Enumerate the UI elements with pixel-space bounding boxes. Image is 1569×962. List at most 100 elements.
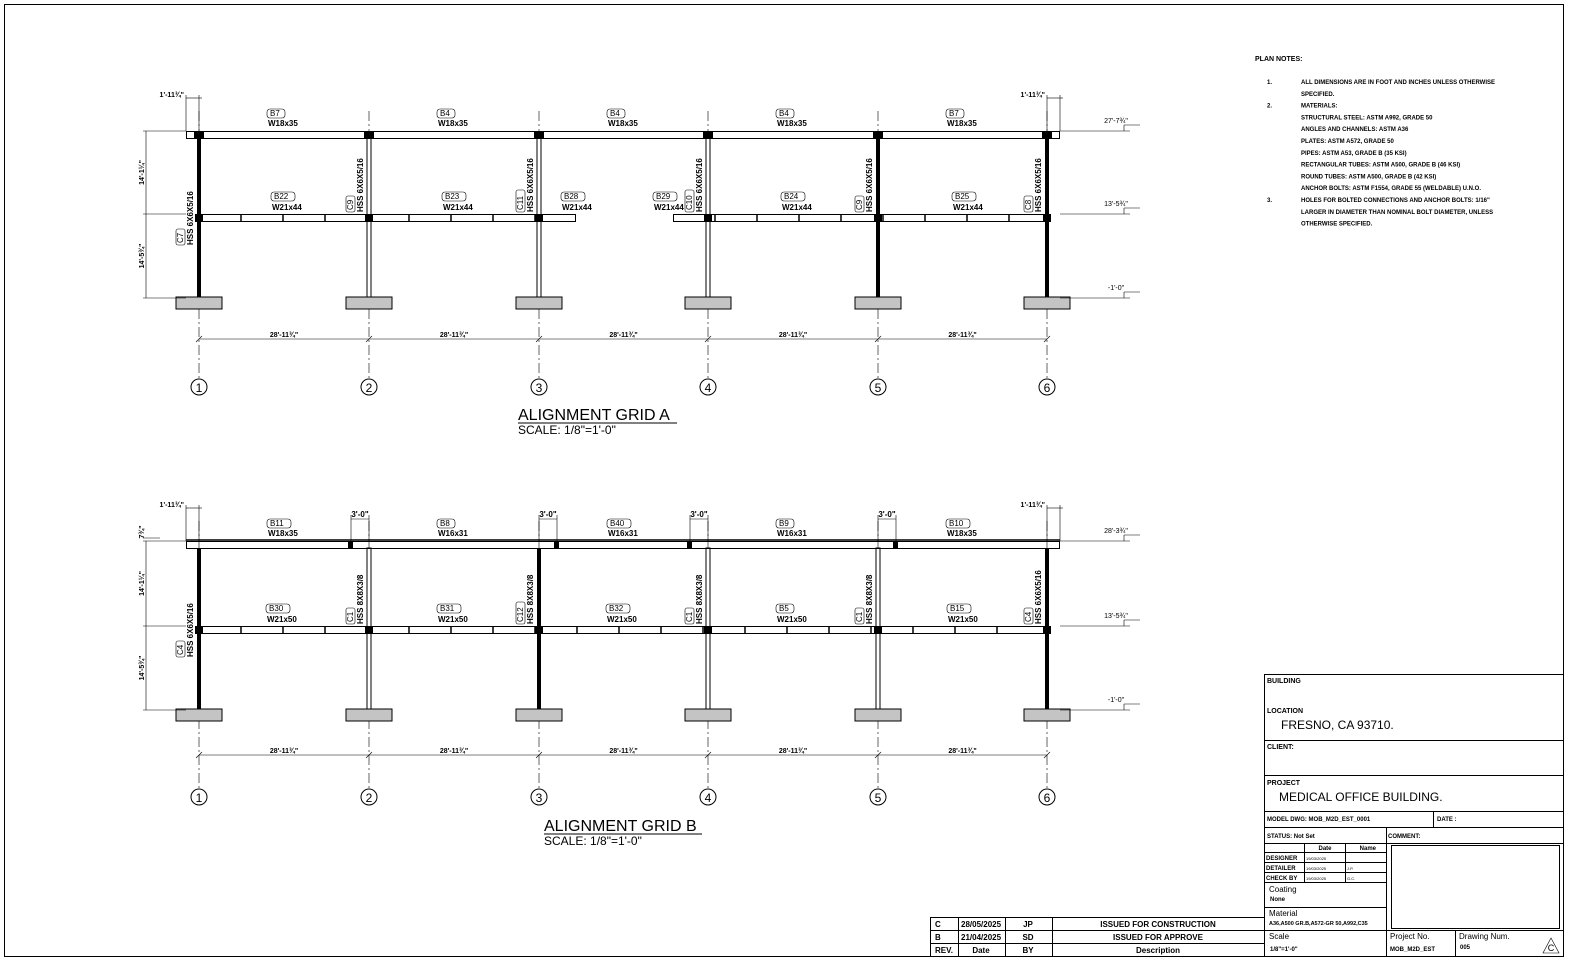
bay-dimension: 28'-11¾" [270, 331, 298, 339]
dimension-tick [195, 335, 203, 343]
column-tag: C12 [516, 607, 525, 622]
rev-date-cell: 28/05/2025 [961, 920, 1002, 929]
column-size: HSS 6X6X5/16 [695, 158, 704, 212]
staff-date: 19/03/2025 [1306, 876, 1327, 881]
beam-tag-box [945, 518, 971, 529]
column-size: HSS 8X8X3/8 [865, 574, 874, 624]
status: STATUS: Not Set [1267, 834, 1315, 840]
rev-desc-cell: ISSUED FOR CONSTRUCTION [1100, 920, 1216, 929]
plan-notes-title: PLAN NOTES: [1255, 56, 1302, 63]
note-line: ANGLES AND CHANNELS: ASTM A36 [1301, 127, 1409, 133]
beam-column-connection [364, 131, 374, 138]
note-line: STRUCTURAL STEEL: ASTM A992, GRADE 50 [1301, 115, 1433, 121]
floor-beam-tag: B15 [950, 604, 965, 613]
column-tag-box [854, 195, 865, 213]
drawing-num-value: 005 [1460, 945, 1471, 951]
rev-by-cell: JP [1023, 920, 1033, 929]
revision-header-row: REV. Date BY Description [935, 946, 1180, 955]
beam-column-connection [1042, 131, 1052, 138]
dimension-tick [365, 751, 373, 759]
roof-beam-size: W18x35 [268, 529, 298, 538]
beam-column-connection [704, 214, 712, 222]
note-line: SPECIFIED. [1301, 92, 1335, 98]
overhang-dimension: 1'-11¾" [1021, 91, 1045, 99]
footing [345, 708, 393, 722]
note-number: 1. [1267, 80, 1272, 86]
column-tag-box [515, 601, 526, 625]
revision-row: C 28/05/2025 JP ISSUED FOR CONSTRUCTION [935, 920, 1216, 929]
floor-beam-tag: B25 [955, 192, 970, 201]
staff-name: J.P. [1347, 866, 1353, 871]
location-value: FRESNO, CA 93710. [1281, 718, 1394, 732]
floor-beam-tag: B22 [274, 192, 289, 201]
note-line: ROUND TUBES: ASTM A500, GRADE B (42 KSI) [1301, 174, 1436, 180]
staff-row: CHECK BY 19/03/2025 G.C. [1266, 876, 1355, 882]
bay-dimension: 28'-11¾" [779, 747, 807, 755]
beam-splice [554, 541, 559, 548]
revision-table: C 28/05/2025 JP ISSUED FOR CONSTRUCTION … [930, 917, 1265, 957]
column-tag: C4 [1024, 611, 1033, 622]
date-header: Date [972, 946, 990, 955]
revision-triangle-icon: C [1542, 937, 1560, 954]
level-elevation: 28'-3¾" [1104, 528, 1128, 535]
column-size: HSS 6X6X5/16 [186, 603, 195, 657]
floor-beam-size: W21x50 [777, 615, 807, 624]
column-tag: C7 [176, 232, 185, 243]
column-tag: C9 [346, 199, 355, 210]
staff-role: DESIGNER [1266, 856, 1298, 862]
level-elevation: 13'-5¾" [1104, 201, 1128, 208]
floor-beam-size: W21x50 [607, 615, 637, 624]
grid-label: 1 [196, 791, 203, 805]
note-line: LARGER IN DIAMETER THAN NOMINAL BOLT DIA… [1301, 210, 1493, 216]
floor-beam [199, 214, 576, 222]
column-size: HSS 8X8X3/8 [526, 574, 535, 624]
beam-column-connection [195, 214, 203, 222]
level-marker-icon [1123, 703, 1140, 710]
model-dwg: MODEL DWG: MOB_M2D_EST_0001 [1267, 817, 1371, 823]
beam-splice [687, 541, 692, 548]
floor-beam-size: W21x50 [438, 615, 468, 624]
revision-mark: C [1548, 943, 1555, 953]
level-marker-icon [1123, 534, 1140, 541]
column-tag-box [854, 607, 865, 625]
dimension-tick [1043, 335, 1051, 343]
grid-bubble [699, 378, 717, 396]
level-marker-icon [1123, 207, 1140, 214]
dimension-tick [535, 751, 543, 759]
floor-beam-size: W21x44 [654, 203, 684, 212]
scale-value: 1/8"=1'-0" [1270, 947, 1298, 953]
splice-dimension: 3'-0" [539, 510, 556, 519]
footing [684, 296, 732, 310]
column-tag: C4 [176, 644, 185, 655]
rev-date-cell: 21/04/2025 [961, 933, 1002, 942]
beam-column-connection [365, 214, 373, 222]
beam-tag-box [265, 603, 291, 614]
coating-value: None [1270, 897, 1286, 903]
dimension-tick [1043, 751, 1051, 759]
roof-beam-size: W16x31 [608, 529, 638, 538]
level-elevation: 13'-5¾" [1104, 613, 1128, 620]
floor-beam-size: W21x44 [782, 203, 812, 212]
dimension-tick [195, 751, 203, 759]
column-size: HSS 6X6X5/16 [526, 158, 535, 212]
roof-beam-tag: B7 [949, 109, 959, 118]
bay-dimension: 28'-11¾" [440, 331, 468, 339]
beam-tag-box [652, 191, 678, 202]
level-elevation: -1'-0" [1108, 285, 1125, 292]
beam-column-connection [1043, 214, 1051, 222]
footing [515, 296, 563, 310]
grid-label: 4 [705, 791, 712, 805]
plan-notes: PLAN NOTES: 1.ALL DIMENSIONS ARE IN FOOT… [1255, 56, 1495, 228]
beam-tag-box [266, 518, 292, 529]
footing [515, 708, 563, 722]
beam-tag-box [605, 603, 631, 614]
project-no-label: Project No. [1390, 932, 1430, 941]
overhang-dimension: 1'-11¾" [160, 91, 184, 99]
